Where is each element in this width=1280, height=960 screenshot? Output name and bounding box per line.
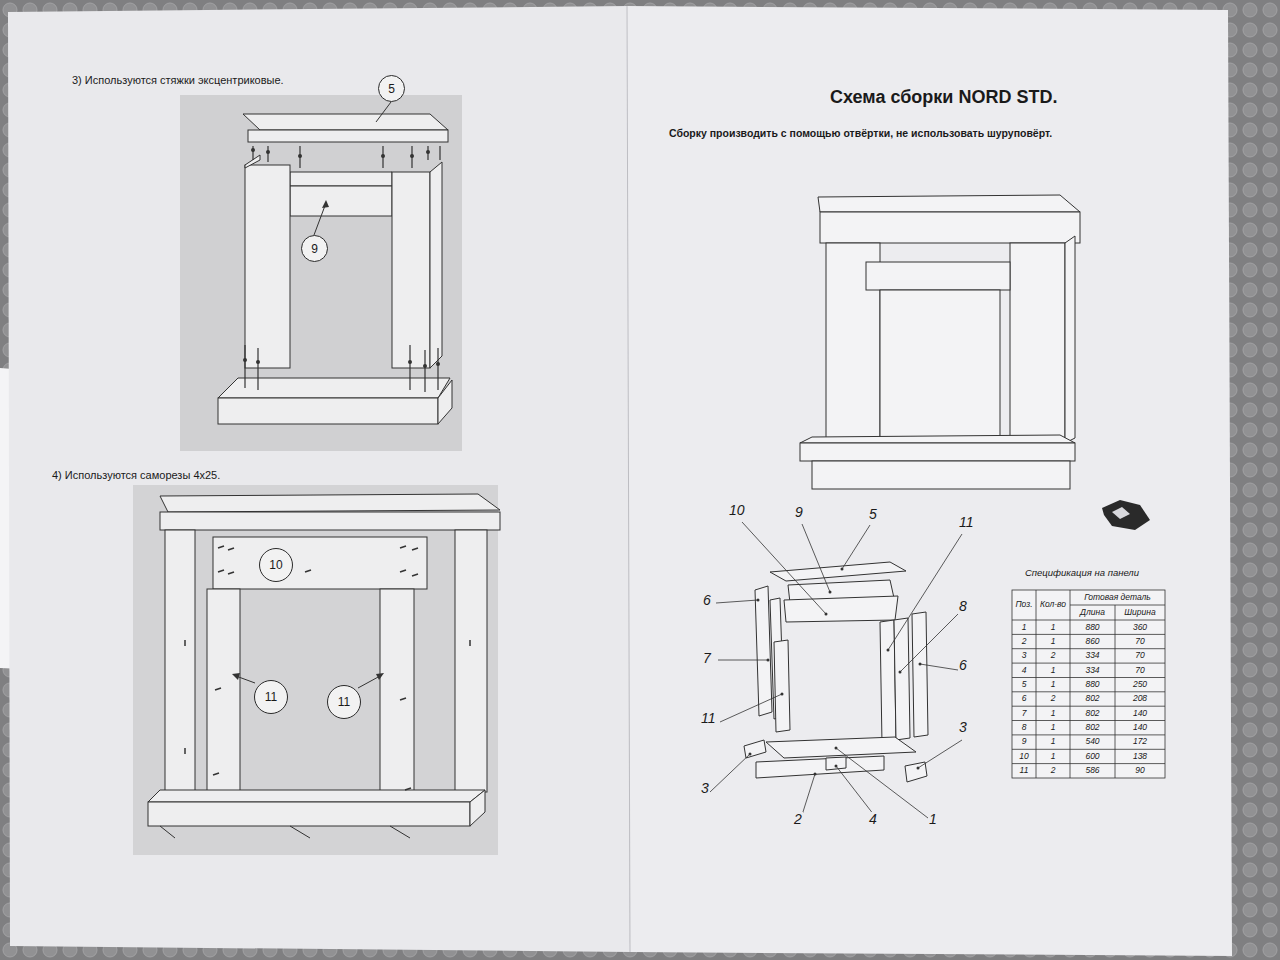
table-cell: 2 — [1036, 649, 1070, 663]
part-number: 1 — [928, 812, 938, 827]
callout-circle: 9 — [301, 235, 328, 262]
callout-circle: 11 — [327, 685, 361, 719]
table-cell: Готовая деталь — [1070, 590, 1165, 605]
part-number: 10 — [728, 503, 746, 518]
table-cell: 880 — [1070, 620, 1115, 634]
table-cell: 70 — [1115, 663, 1165, 677]
table-cell: 334 — [1070, 663, 1115, 677]
table-cell: 1 — [1036, 706, 1070, 720]
table-cell: 880 — [1070, 677, 1115, 691]
part-number: 4 — [868, 812, 878, 827]
callout-number: 11 — [338, 695, 350, 709]
part-number: 6 — [958, 658, 968, 673]
table-cell: 7 — [1012, 706, 1036, 720]
part-number: 2 — [793, 812, 803, 827]
table-cell: Поз. — [1012, 590, 1036, 620]
table-cell: 140 — [1115, 706, 1165, 720]
part-number: 3 — [958, 720, 968, 735]
table-cell: 1 — [1036, 634, 1070, 648]
table-title: Спецификация на панели — [1025, 568, 1139, 578]
table-cell: 540 — [1070, 735, 1115, 749]
step-note: 3) Используются стяжки эксцентриковые. — [72, 74, 284, 86]
table-cell: 860 — [1070, 634, 1115, 648]
callout-number: 9 — [311, 242, 318, 256]
table-cell: 4 — [1012, 663, 1036, 677]
table-cell: Кол-во — [1036, 590, 1070, 620]
table-cell: 1 — [1036, 749, 1070, 763]
table-cell: 9 — [1012, 735, 1036, 749]
callout-number: 5 — [388, 82, 395, 96]
part-number: 6 — [702, 593, 712, 608]
assembly-note: Сборку производить с помощью отвёртки, н… — [669, 128, 1052, 140]
table-cell: 172 — [1115, 735, 1165, 749]
table-cell: 140 — [1115, 721, 1165, 735]
table-cell: 250 — [1115, 677, 1165, 691]
table-cell: 2 — [1012, 634, 1036, 648]
part-number: 11 — [958, 515, 975, 530]
part-number: 9 — [794, 505, 804, 520]
callout-circle: 5 — [378, 75, 405, 102]
part-number: 3 — [700, 781, 710, 796]
table-cell: Ширина — [1115, 605, 1165, 620]
table-cell: 334 — [1070, 649, 1115, 663]
table-cell: 1 — [1036, 677, 1070, 691]
table-cell: 6 — [1012, 692, 1036, 706]
table-cell: 802 — [1070, 706, 1115, 720]
table-cell: 802 — [1070, 721, 1115, 735]
table-cell: 2 — [1036, 692, 1070, 706]
table-cell: Длина — [1070, 605, 1115, 620]
callout-number: 11 — [265, 690, 277, 704]
callout-number: 10 — [269, 558, 282, 572]
callout-circle: 10 — [259, 548, 293, 582]
table-cell: 10 — [1012, 749, 1036, 763]
table-cell: 1 — [1036, 721, 1070, 735]
step-note: 4) Используются саморезы 4х25. — [52, 469, 220, 481]
part-number: 11 — [700, 711, 717, 726]
table-cell: 3 — [1012, 649, 1036, 663]
part-number: 7 — [702, 651, 712, 666]
table-cell: 1 — [1012, 620, 1036, 634]
table-cell: 600 — [1070, 749, 1115, 763]
table-cell: 138 — [1115, 749, 1165, 763]
callout-circle: 11 — [254, 680, 288, 714]
table-cell: 5 — [1012, 677, 1036, 691]
table-cell: 1 — [1036, 620, 1070, 634]
part-number: 8 — [958, 599, 968, 614]
table-cell: 802 — [1070, 692, 1115, 706]
table-cell: 70 — [1115, 634, 1165, 648]
table-cell: 586 — [1070, 764, 1115, 778]
table-cell: 70 — [1115, 649, 1165, 663]
table-cell: 90 — [1115, 764, 1165, 778]
table-cell: 11 — [1012, 764, 1036, 778]
part-number: 5 — [868, 507, 878, 522]
table-cell: 360 — [1115, 620, 1165, 634]
table-cell: 2 — [1036, 764, 1070, 778]
table-cell: 1 — [1036, 663, 1070, 677]
page-title: Схема сборки NORD STD. — [830, 88, 1057, 108]
table-cell: 1 — [1036, 735, 1070, 749]
table-cell: 208 — [1115, 692, 1165, 706]
table-cell: 8 — [1012, 721, 1036, 735]
